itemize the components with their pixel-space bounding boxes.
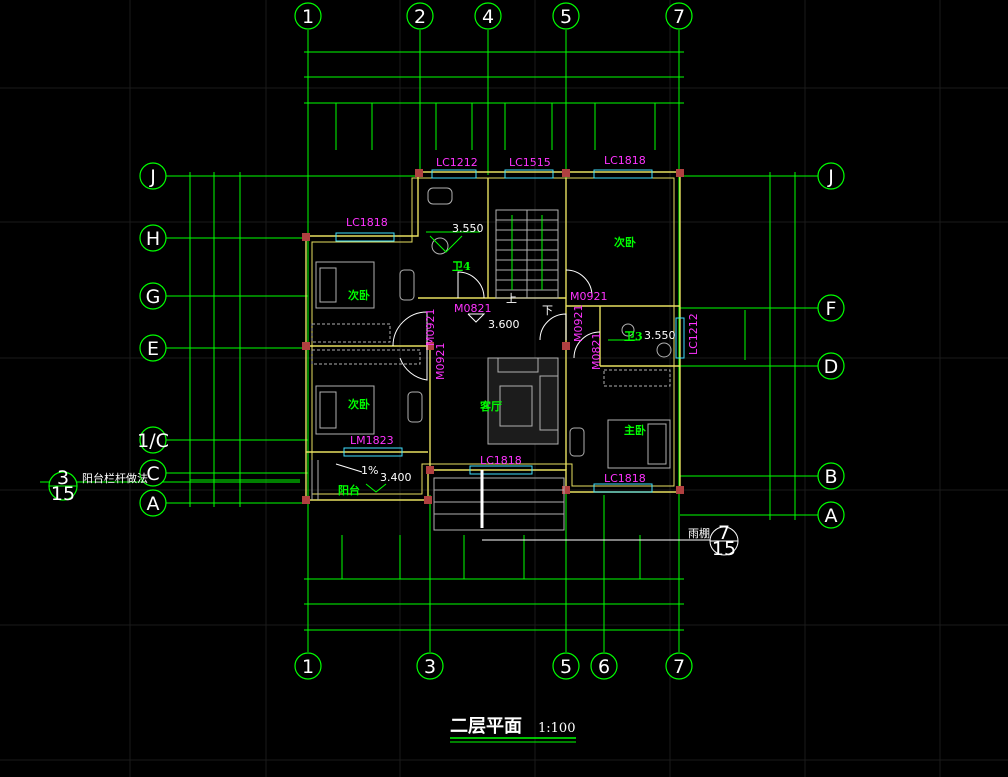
entrance-steps: [311, 460, 710, 541]
elevation-landing: 3.600: [488, 318, 520, 331]
axis-bubble-right-F: F: [817, 294, 845, 322]
svg-text:1: 1: [302, 656, 314, 678]
svg-text:E: E: [147, 338, 159, 360]
svg-text:7: 7: [673, 656, 685, 678]
detail-ref-canopy-note: 雨棚: [688, 526, 710, 540]
window-lc1212-right: LC1212: [687, 313, 700, 355]
room-wc-top: 卫4: [452, 260, 471, 273]
window-lc1818-bottom: LC1818: [480, 454, 522, 467]
elevation-wc-top: 3.550: [452, 222, 484, 235]
axis-bubble-right-B: B: [817, 462, 845, 490]
axis-bubble-bottom-5: 5: [552, 652, 580, 680]
svg-text:H: H: [146, 228, 160, 250]
columns: [302, 169, 684, 504]
axis-bubble-left-G: G: [139, 282, 167, 310]
axis-bubble-left-H: H: [139, 224, 167, 252]
axis-bubble-top-5: 5: [552, 2, 580, 30]
dimension-lines: [40, 51, 796, 631]
window-lc1818-right-bottom: LC1818: [604, 472, 646, 485]
svg-text:3: 3: [424, 656, 436, 678]
svg-text:6: 6: [598, 656, 610, 678]
axis-bubble-top-4: 4: [474, 2, 502, 30]
svg-text:A: A: [825, 505, 838, 527]
detail-ref-balcony-note: 阳台栏杆做法: [82, 471, 148, 485]
detail-ref-balcony: 3 15 阳台栏杆做法: [48, 467, 148, 505]
axis-bubble-left-A: A: [139, 489, 167, 517]
axis-bubble-bottom-7: 7: [665, 652, 693, 680]
svg-text:5: 5: [560, 6, 572, 28]
axis-bubble-left-J: J: [139, 162, 167, 190]
svg-text:J: J: [827, 166, 834, 188]
room-bed-left-bottom: 次卧: [348, 397, 370, 411]
level-markers: [335, 313, 486, 493]
axis-bubble-left-1C: 1/C: [137, 426, 169, 454]
svg-text:D: D: [824, 356, 839, 378]
svg-text:1/C: 1/C: [137, 430, 169, 452]
axis-bubble-right-D: D: [817, 352, 845, 380]
svg-text:C: C: [146, 463, 159, 485]
svg-text:7: 7: [673, 6, 685, 28]
svg-text:5: 5: [560, 656, 572, 678]
door-swings: [392, 269, 601, 381]
elevation-wc-right: 3.550: [644, 329, 676, 342]
svg-text:B: B: [824, 466, 837, 488]
stair-up-label: 上: [506, 292, 517, 305]
axis-bubble-left-E: E: [139, 334, 167, 362]
axis-bubble-top-1: 1: [294, 2, 322, 30]
door-m0921-right-a: M0921: [570, 290, 608, 303]
window-lc1818-top: LC1818: [604, 154, 646, 167]
axis-bubble-top-2: 2: [406, 2, 434, 30]
svg-text:7: 7: [718, 522, 730, 544]
room-bed-right-top: 次卧: [614, 235, 636, 249]
stair: [495, 209, 559, 299]
svg-text:15: 15: [712, 538, 736, 560]
slope-label: 1%: [361, 464, 378, 477]
room-bed-left-top: 次卧: [348, 288, 370, 302]
drawing-scale: 1:100: [538, 721, 575, 736]
svg-text:4: 4: [482, 6, 494, 28]
detail-ref-canopy: 7 15 雨棚: [688, 522, 739, 560]
door-m0921-left-top: M0921: [424, 309, 437, 347]
window-lc1515: LC1515: [509, 156, 551, 169]
window-frames: [335, 169, 685, 493]
axis-bubble-bottom-1: 1: [294, 652, 322, 680]
room-wc-right: 卫3: [624, 330, 643, 343]
axis-bubble-left-C: C: [139, 459, 167, 487]
room-balcony: 阳台: [338, 483, 360, 497]
door-m0921-left-bottom: M0921: [434, 343, 447, 381]
axis-bubble-bottom-6: 6: [590, 652, 618, 680]
svg-text:3: 3: [57, 467, 69, 489]
drawing-title: 二层平面: [450, 716, 522, 737]
svg-text:2: 2: [414, 6, 426, 28]
window-lc1212-top: LC1212: [436, 156, 478, 169]
door-m0921-right-b: M0921: [572, 305, 585, 343]
window-lm1823: LM1823: [350, 434, 394, 447]
stair-down-label: 下: [542, 304, 553, 317]
axis-bubble-right-A: A: [817, 501, 845, 529]
door-m0821-stair: M0821: [454, 302, 492, 315]
axis-bubble-bottom-3: 3: [416, 652, 444, 680]
window-lc1818-left: LC1818: [346, 216, 388, 229]
drawing-title-block: 二层平面 1:100: [450, 716, 576, 743]
svg-text:F: F: [826, 298, 837, 320]
svg-text:15: 15: [51, 483, 75, 505]
door-m0821-right: M0821: [590, 333, 603, 371]
room-master: 主卧: [624, 423, 646, 437]
svg-text:J: J: [149, 166, 156, 188]
axis-bubble-top-7: 7: [665, 2, 693, 30]
svg-text:1: 1: [302, 6, 314, 28]
furniture: [311, 187, 672, 469]
axis-bubble-right-J: J: [817, 162, 845, 190]
elevation-balcony: 3.400: [380, 471, 412, 484]
room-living: 客厅: [479, 399, 502, 413]
svg-text:G: G: [146, 286, 161, 308]
svg-text:A: A: [147, 493, 160, 515]
